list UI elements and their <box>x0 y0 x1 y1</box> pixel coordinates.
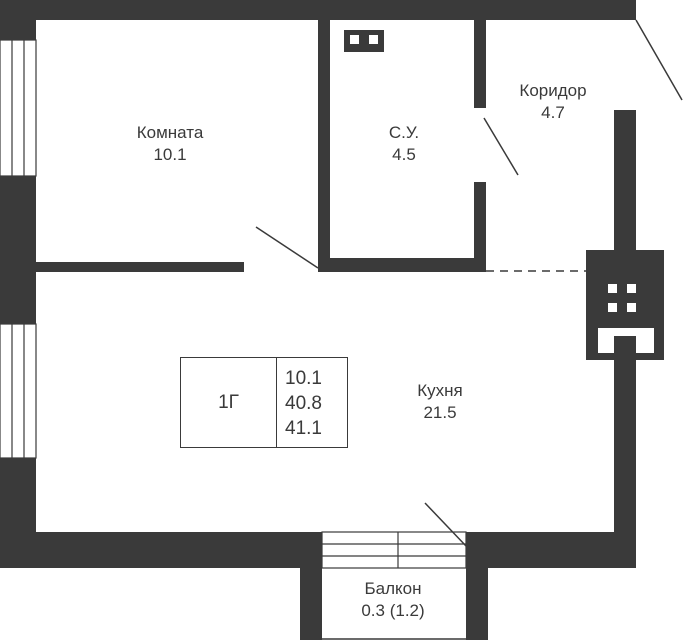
room-koridor-area: 4.7 <box>541 103 565 122</box>
door-swings <box>255 19 683 547</box>
room-kukhnya-name: Кухня <box>417 381 463 400</box>
apartment-type: 1Г <box>218 391 239 413</box>
legend-values: 10.1 40.8 41.1 <box>285 366 322 441</box>
shaft-openings <box>350 35 654 353</box>
window-room <box>0 39 37 177</box>
total-area: 40.8 <box>285 393 322 414</box>
room-balkon-area: 0.3 (1.2) <box>361 601 425 620</box>
window-kitchen <box>0 323 37 459</box>
room-komnata: Комната 10.1 <box>137 122 204 166</box>
shaft-pipe <box>614 336 636 358</box>
area-legend: 1Г 10.1 40.8 41.1 <box>180 357 348 448</box>
room-komnata-area: 10.1 <box>153 145 187 164</box>
room-balkon: Балкон 0.3 (1.2) <box>361 578 424 622</box>
room-balkon-name: Балкон <box>364 579 422 598</box>
room-komnata-name: Комната <box>136 123 204 142</box>
room-su-area: 4.5 <box>392 145 416 164</box>
room-koridor-name: Коридор <box>519 81 587 100</box>
room-kukhnya: Кухня 21.5 <box>417 380 463 424</box>
room-su: С.У. 4.5 <box>389 122 419 166</box>
legend-divider <box>276 358 277 447</box>
balcony-door-frame <box>321 531 467 569</box>
room-kukhnya-area: 21.5 <box>423 403 457 422</box>
room-su-name: С.У. <box>388 123 420 142</box>
living-area: 10.1 <box>285 368 322 389</box>
walls <box>0 0 664 640</box>
room-koridor: Коридор 4.7 <box>519 80 586 124</box>
total-area-with-balcony: 41.1 <box>285 418 322 439</box>
